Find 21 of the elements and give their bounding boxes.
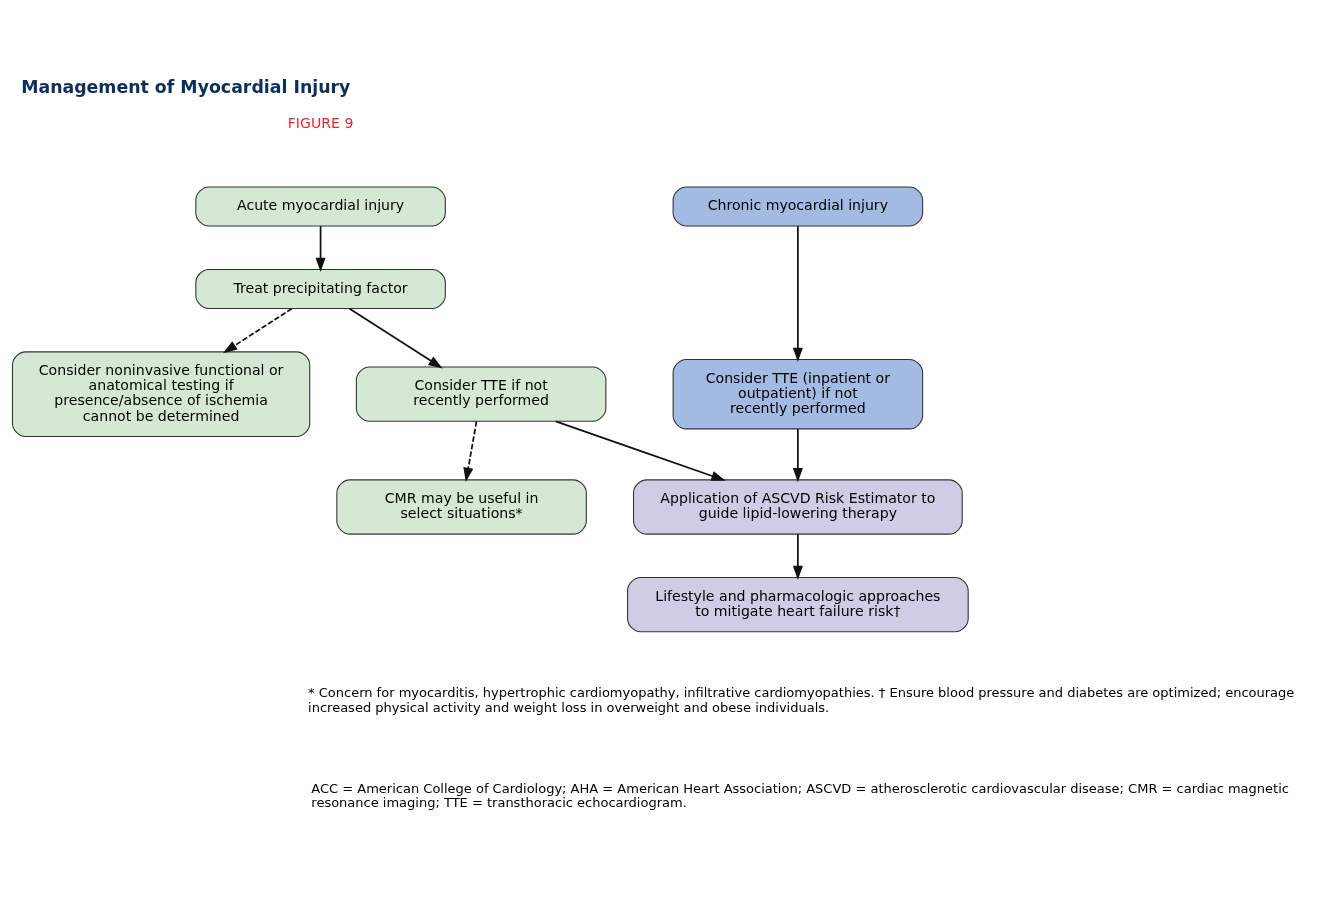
arrow [222, 307, 293, 353]
node-box: Consider noninvasive functional or anatomical testing if presence/absence of ischemia cannot be determined [11, 350, 311, 437]
node-box: Lifestyle and pharmacologic approaches to mitigate heart failure risk† [627, 576, 969, 632]
arrow [792, 224, 803, 362]
arrow [463, 420, 478, 482]
arrow [792, 532, 803, 580]
node-box: Acute myocardial injury [195, 185, 446, 227]
arrow [792, 427, 803, 482]
node-box: Treat precipitating factor [195, 268, 446, 309]
node-box: Chronic myocardial injury [672, 185, 924, 227]
diagram-title: Management of Myocardial Injury [21, 76, 351, 97]
arrow [348, 307, 443, 368]
node-box: Consider TTE (inpatient or outpatient) if not recently performed [672, 358, 924, 429]
node-box: Consider TTE if not recently performed [355, 366, 607, 422]
arrow [315, 224, 326, 272]
label: FIGURE 9 [287, 114, 354, 131]
caption: * Concern for myocarditis, hypertrophic cardiomyopathy, infiltrative cardiomyopathies. † Ensure blood pressure and diabetes are optimized; encourage increased physical activity and weight loss in overweight and obese individuals. [308, 684, 1295, 715]
arrow [554, 419, 726, 481]
label: ACC = American College of Cardiology; AHA = American Heart Association; ASCVD = atherosclerotic cardiovascular disease; CMR = cardiac magnetic resonance imaging; TTE = transthoracic echocardiogram. [311, 780, 1289, 810]
node-box: Application of ASCVD Risk Estimator to guide lipid-lowering therapy [633, 478, 963, 535]
node-box: CMR may be useful in select situations* [336, 478, 587, 535]
